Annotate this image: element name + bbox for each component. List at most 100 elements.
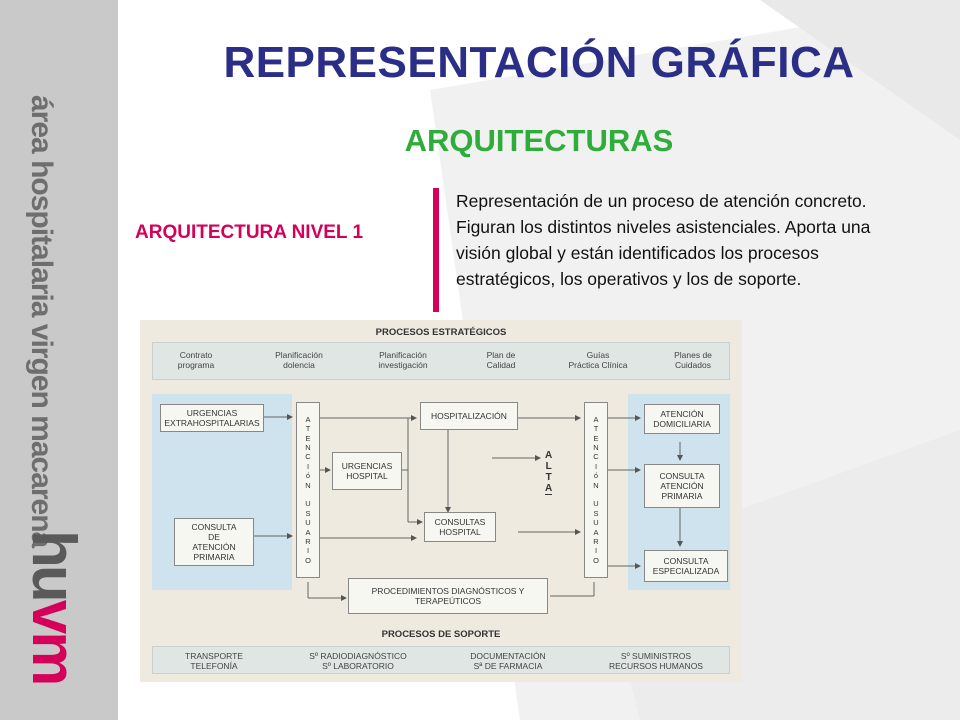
support-process-line: RECURSOS HUMANOS <box>609 661 703 671</box>
strategic-process-line: Calidad <box>486 360 516 370</box>
atencion-usuario-right-letter: U <box>593 499 599 509</box>
consultas-hospital-line: HOSPITAL <box>439 527 481 537</box>
atencion-usuario-right-letter: I <box>594 546 598 556</box>
strategic-process-line: Planificación <box>275 350 323 360</box>
atencion-usuario-left-letter: A <box>305 414 311 424</box>
alta-letter: A <box>545 450 553 461</box>
atencion-usuario-left-letter: A <box>305 527 311 537</box>
strategic-process-line: Contrato <box>179 350 213 360</box>
page-title: REPRESENTACIÓN GRÁFICA <box>223 38 855 87</box>
alta-letter: A <box>545 483 553 494</box>
atencion-usuario-right-letter: R <box>593 537 599 547</box>
page-subtitle: ARQUITECTURAS <box>404 123 674 158</box>
description-text: Representación de un proceso de atención… <box>456 191 871 289</box>
atencion-usuario-right-letter: A <box>593 414 599 424</box>
support-process-line: Sª DE FARMACIA <box>473 661 543 671</box>
support-process-line: Sº RADIODIAGNÓSTICO <box>309 651 407 661</box>
atencion-usuario-left-letter: E <box>305 433 311 443</box>
atencion-usuario-left-letter: I <box>306 546 310 556</box>
urgencias-hospital-line: HOSPITAL <box>346 471 388 481</box>
atencion-usuario-right-letter: C <box>593 452 599 462</box>
support-process-line: Sº SUMINISTROS <box>620 651 692 661</box>
atencion-usuario-left-letter: I <box>306 461 310 471</box>
strategic-process-line: Planificación <box>379 350 427 360</box>
consulta-ap-line: CONSULTA <box>191 522 237 532</box>
logo-vm: vm <box>19 599 88 684</box>
atencion-usuario-left-letter: C <box>305 452 311 462</box>
consulta-ap-line: ATENCIÓN <box>192 542 236 552</box>
atencion-usuario-right-letter: N <box>593 442 599 452</box>
alta-letter: L <box>545 461 552 472</box>
support-process-line: TELEFONÍA <box>190 661 238 671</box>
support-process-line: DOCUMENTACIÓN <box>470 651 546 661</box>
strategic-process-line: Guías <box>586 350 610 360</box>
atencion-usuario-right-letter: T <box>593 424 599 434</box>
consulta-ap-right-line: CONSULTA <box>659 471 705 481</box>
atencion-usuario-right-letter: ó <box>593 471 599 481</box>
atencion-usuario-right-letter <box>595 490 597 499</box>
atencion-usuario-right-letter: S <box>593 508 599 518</box>
atencion-usuario-left-letter: O <box>305 555 311 565</box>
strategic-process-line: dolencia <box>283 360 315 370</box>
logo-hu: hu <box>19 530 88 600</box>
hospitalizacion-line: HOSPITALIZACIÓN <box>431 411 507 421</box>
support-process-line: Sº LABORATORIO <box>322 661 394 671</box>
atencion-usuario-right-letter: I <box>594 461 598 471</box>
consulta-especializada-line: CONSULTA <box>663 556 709 566</box>
strategic-process-line: Cuidados <box>675 360 711 370</box>
support-processes-title: PROCESOS DE SOPORTE <box>381 629 501 640</box>
strategic-process-line: investigación <box>378 360 428 370</box>
urgencias-hospital-line: URGENCIAS <box>341 461 393 471</box>
atencion-usuario-left-letter: ó <box>305 471 311 481</box>
strategic-processes-title: PROCESOS ESTRATÉGICOS <box>375 327 507 338</box>
consulta-ap-line: DE <box>208 532 220 542</box>
atencion-usuario-left-letter: S <box>305 508 311 518</box>
atencion-usuario-left-letter <box>307 490 309 499</box>
accent-divider <box>433 188 439 312</box>
alta-letter: T <box>545 472 552 483</box>
strategic-process-line: Plan de <box>486 350 516 360</box>
brand-sidebar: área hospitalaria virgen macarena huvm <box>0 0 118 720</box>
flow-connectors <box>252 414 683 601</box>
urgencias-extra-line: EXTRAHOSPITALARIAS <box>164 418 260 428</box>
procedimientos-line: TERAPEÚTICOS <box>414 596 482 606</box>
atencion-usuario-right-letter: U <box>593 518 599 528</box>
consulta-ap-right-line: ATENCIÓN <box>660 481 704 491</box>
atencion-usuario-right-letter: N <box>593 480 599 490</box>
atencion-usuario-right-letter: A <box>593 527 599 537</box>
strategic-process-line: Práctica Clínica <box>568 360 628 370</box>
consulta-ap-line: PRIMARIA <box>193 552 235 562</box>
atencion-usuario-left-letter: U <box>305 518 311 528</box>
consultas-hospital-line: CONSULTAS <box>434 517 486 527</box>
atencion-usuario-right-letter: O <box>593 555 599 565</box>
brand-text: área hospitalaria virgen macarena <box>25 95 58 548</box>
brand-logo: huvm <box>19 530 88 683</box>
support-process-line: TRANSPORTE <box>185 651 243 661</box>
architecture-level-label: ARQUITECTURA NIVEL 1 <box>135 222 364 243</box>
strategic-process-line: Planes de <box>674 350 712 360</box>
atencion-domiciliaria-line: DOMICILIARIA <box>653 419 711 429</box>
